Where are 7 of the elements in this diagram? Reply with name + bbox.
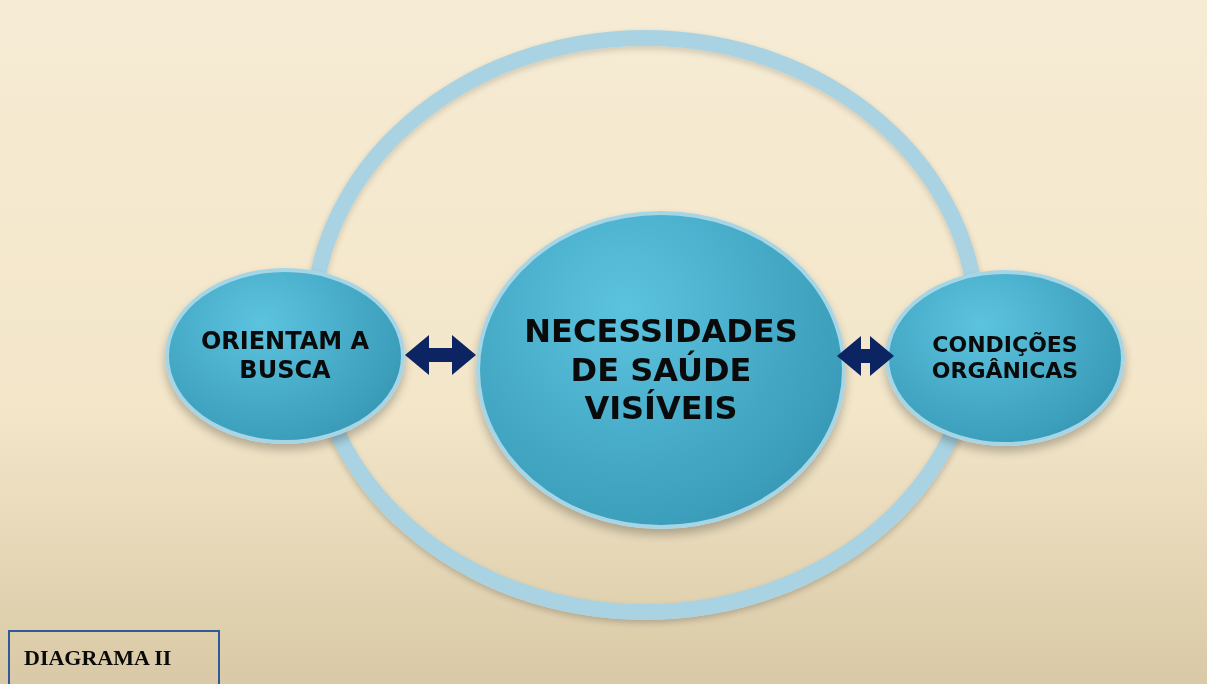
caption-text: DIAGRAMA II [24,644,172,672]
node-label: ORIENTAM A BUSCA [199,327,371,385]
caption-box [8,630,220,684]
node-label: CONDIÇÕES ORGÂNICAS [930,331,1080,385]
node-label: NECESSIDADES DE SAÚDE VISÍVEIS [523,312,799,428]
double-arrow [837,336,894,376]
double-arrow [405,335,476,375]
